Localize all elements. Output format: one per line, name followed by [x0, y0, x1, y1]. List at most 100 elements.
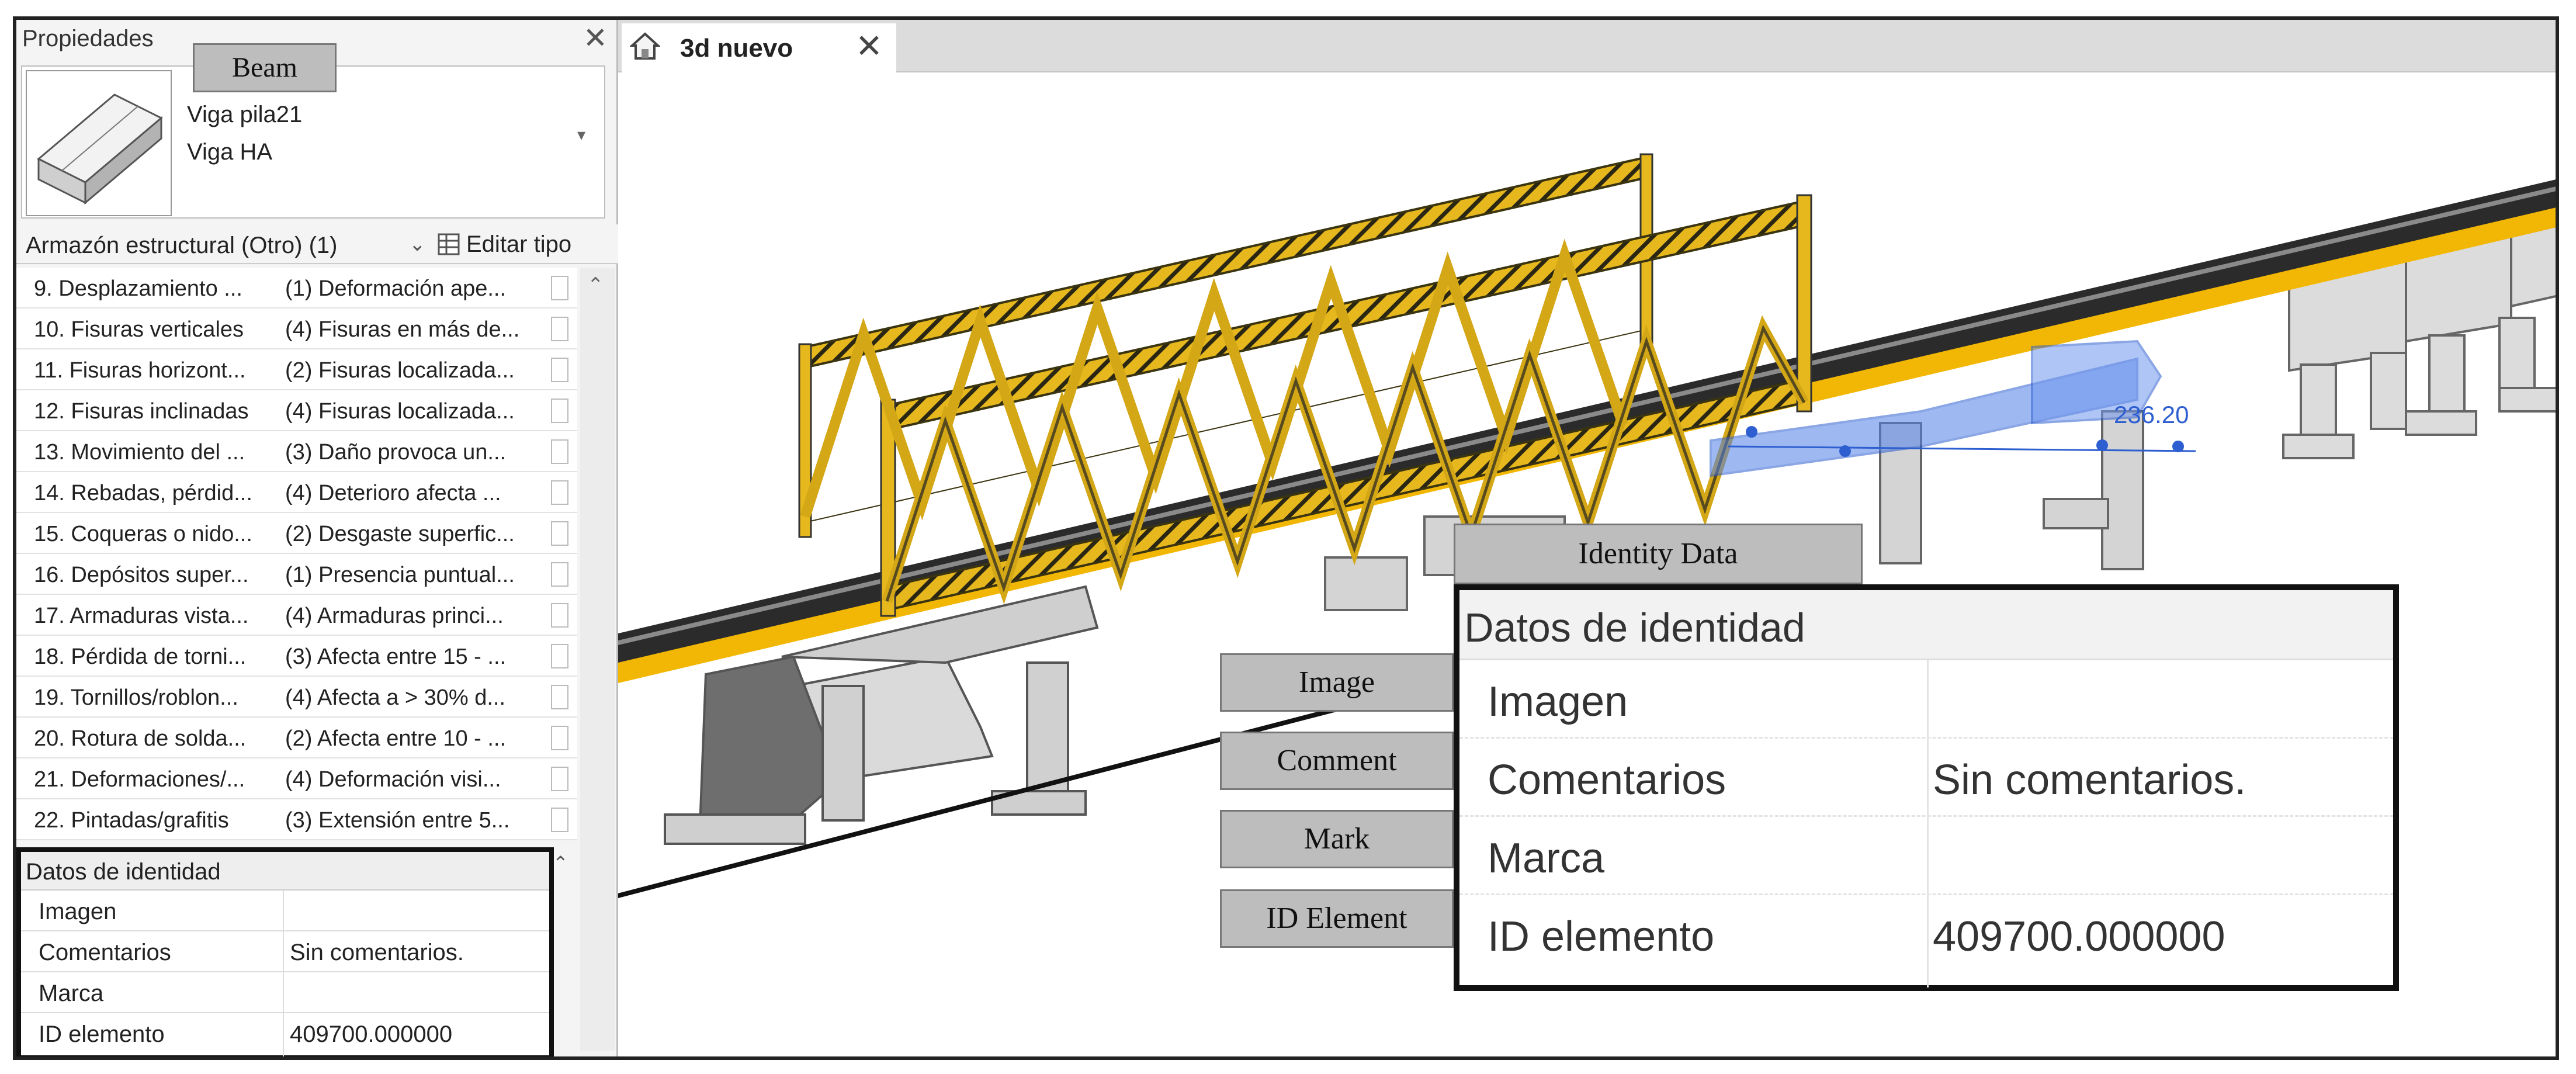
param-checkbox[interactable]	[551, 439, 568, 464]
zoom-table-title: Datos de identidad	[1464, 605, 1805, 650]
table-row: Imagen	[1459, 660, 2393, 739]
tab-label: 3d nuevo	[680, 34, 793, 63]
param-checkbox[interactable]	[551, 399, 568, 423]
table-row[interactable]: 13. Movimiento del ... (3) Daño provoca u…	[16, 431, 577, 472]
view-tab-bar: 3d nuevo ✕	[618, 20, 2556, 74]
param-name: ID elemento	[39, 1021, 165, 1047]
param-value[interactable]: (3) Daño provoca un...	[285, 440, 507, 465]
param-value[interactable]: (2) Afecta entre 10 - ...	[285, 726, 507, 751]
param-name: Imagen	[1488, 678, 1628, 725]
mark-callout-label: Mark	[1220, 810, 1454, 868]
table-row[interactable]: 22. Pintadas/grafitis (3) Extensión entre…	[16, 799, 577, 840]
properties-title: Propiedades	[22, 26, 154, 51]
param-value[interactable]: (2) Fisuras localizada...	[285, 358, 515, 383]
category-label: Armazón estructural (Otro) (1)	[26, 233, 338, 258]
zoom-table-header: Datos de identidad	[1459, 590, 2393, 660]
param-checkbox[interactable]	[551, 562, 568, 587]
param-checkbox[interactable]	[551, 685, 568, 709]
param-name: 10. Fisuras verticales	[34, 317, 244, 342]
table-row[interactable]: 20. Rotura de solda...(2) Afecta entre 1…	[16, 718, 577, 758]
param-checkbox[interactable]	[551, 480, 568, 505]
table-row: Marca	[1459, 817, 2393, 895]
param-value[interactable]: (4) Fisuras en más de...	[285, 317, 520, 342]
table-row[interactable]: 9. Desplazamiento ... (1) Deformación ape…	[16, 268, 577, 309]
table-row[interactable]: 10. Fisuras verticales (4) Fisuras en más…	[16, 309, 577, 349]
param-value[interactable]: 409700.000000	[290, 1021, 453, 1047]
param-checkbox[interactable]	[551, 317, 568, 341]
param-checkbox[interactable]	[551, 644, 568, 668]
table-row[interactable]: 21. Deformaciones/... (4) Deformación vis…	[16, 758, 577, 799]
identity-data-header[interactable]: Datos de identidad	[21, 852, 549, 891]
param-name: 9. Desplazamiento ...	[34, 276, 242, 301]
param-value[interactable]: (4) Fisuras localizada...	[285, 399, 515, 424]
chevron-down-icon[interactable]: ▾	[577, 126, 586, 144]
param-name: 21. Deformaciones/...	[34, 767, 245, 792]
id-element-callout-label: ID Element	[1220, 889, 1454, 948]
param-checkbox[interactable]	[551, 726, 568, 750]
param-name: 19. Tornillos/roblon...	[34, 685, 238, 710]
param-name: Imagen	[39, 899, 117, 924]
param-name: Marca	[39, 981, 104, 1006]
param-value[interactable]: (4) Deterioro afecta ...	[285, 481, 501, 505]
near-pier	[664, 585, 1099, 845]
param-name: Comentarios	[1488, 757, 1726, 803]
param-value[interactable]: (4) Deformación visi...	[285, 767, 501, 792]
properties-scrollbar[interactable]: ⌃	[580, 268, 615, 1051]
param-value[interactable]: (4) Afecta a > 30% d...	[285, 685, 506, 710]
table-row[interactable]: Comentarios Sin comentarios.	[21, 931, 549, 972]
table-row[interactable]: Marca	[21, 972, 549, 1013]
edit-type-icon	[438, 233, 460, 255]
param-name: Comentarios	[39, 940, 171, 965]
category-filter[interactable]: Armazón estructural (Otro) (1) ⌄ Editar …	[16, 224, 618, 264]
param-checkbox[interactable]	[551, 521, 568, 546]
properties-panel: Propiedades ✕ Viga pila21 Viga HA ▾ Arma…	[16, 20, 618, 1056]
home-icon	[630, 32, 660, 60]
table-row[interactable]: 17. Armaduras vista... (4) Armaduras prin…	[16, 595, 577, 636]
image-callout-label: Image	[1220, 653, 1454, 712]
collapse-icon[interactable]: ⌃	[553, 853, 568, 874]
param-value[interactable]: (4) Armaduras princi...	[285, 604, 504, 628]
param-checkbox[interactable]	[551, 603, 568, 628]
param-name: 12. Fisuras inclinadas	[34, 399, 249, 424]
param-checkbox[interactable]	[551, 808, 568, 832]
identity-data-group: Datos de identidad Imagen Comentarios Sin…	[16, 847, 554, 1056]
table-row[interactable]: 19. Tornillos/roblon... (4) Afecta a > 30…	[16, 677, 577, 718]
close-icon[interactable]: ✕	[855, 27, 883, 64]
param-checkbox[interactable]	[551, 358, 568, 382]
param-name: 22. Pintadas/grafitis	[34, 808, 229, 833]
param-value[interactable]: Sin comentarios.	[290, 940, 464, 965]
chevron-down-icon[interactable]: ⌄	[409, 233, 426, 255]
table-row[interactable]: 11. Fisuras horizont...(2) Fisuras local…	[16, 349, 577, 390]
table-row[interactable]: 14. Rebadas, pérdid...(4) Deterioro afec…	[16, 472, 577, 513]
column-divider	[1927, 660, 1929, 988]
table-row[interactable]: ID elemento 409700.000000	[21, 1013, 549, 1054]
param-value[interactable]: (3) Afecta entre 15 - ...	[285, 645, 507, 669]
figure-frame: Propiedades ✕ Viga pila21 Viga HA ▾ Arma…	[13, 16, 2559, 1060]
param-value[interactable]: (3) Extensión entre 5...	[285, 808, 510, 833]
table-row[interactable]: Imagen	[21, 891, 549, 931]
param-value[interactable]: (1) Deformación ape...	[285, 276, 507, 301]
callout-leader-line	[547, 672, 1472, 916]
table-row[interactable]: 15. Coqueras o nido...(2) Desgaste super…	[16, 513, 577, 554]
comment-callout-label: Comment	[1220, 732, 1454, 790]
table-row[interactable]: 16. Depósitos super...(1) Presencia punt…	[16, 554, 577, 595]
beam-callout-label: Beam	[193, 43, 337, 92]
close-icon[interactable]: ✕	[583, 22, 608, 54]
edit-type-button[interactable]: Editar tipo	[437, 230, 571, 258]
chevron-up-icon[interactable]: ⌃	[587, 274, 604, 296]
table-row[interactable]: 12. Fisuras inclinadas (4) Fisuras locali…	[16, 390, 577, 431]
column-divider	[283, 891, 284, 1056]
param-name: 17. Armaduras vista...	[34, 604, 249, 628]
param-name: Marca	[1488, 835, 1605, 882]
param-checkbox[interactable]	[551, 276, 568, 300]
tab-3d-nuevo[interactable]: 3d nuevo ✕	[622, 23, 896, 74]
param-value[interactable]: (2) Desgaste superfic...	[285, 522, 515, 546]
truss-far	[798, 153, 1653, 538]
param-name: 13. Movimiento del ...	[34, 440, 245, 465]
table-row[interactable]: 18. Pérdida de torni...(3) Afecta entre …	[16, 636, 577, 677]
param-value: 409700.000000	[1933, 913, 2225, 960]
param-checkbox[interactable]	[551, 767, 568, 791]
param-value[interactable]: (1) Presencia puntual...	[285, 563, 515, 587]
dimension-label: 236.20	[2114, 401, 2189, 428]
